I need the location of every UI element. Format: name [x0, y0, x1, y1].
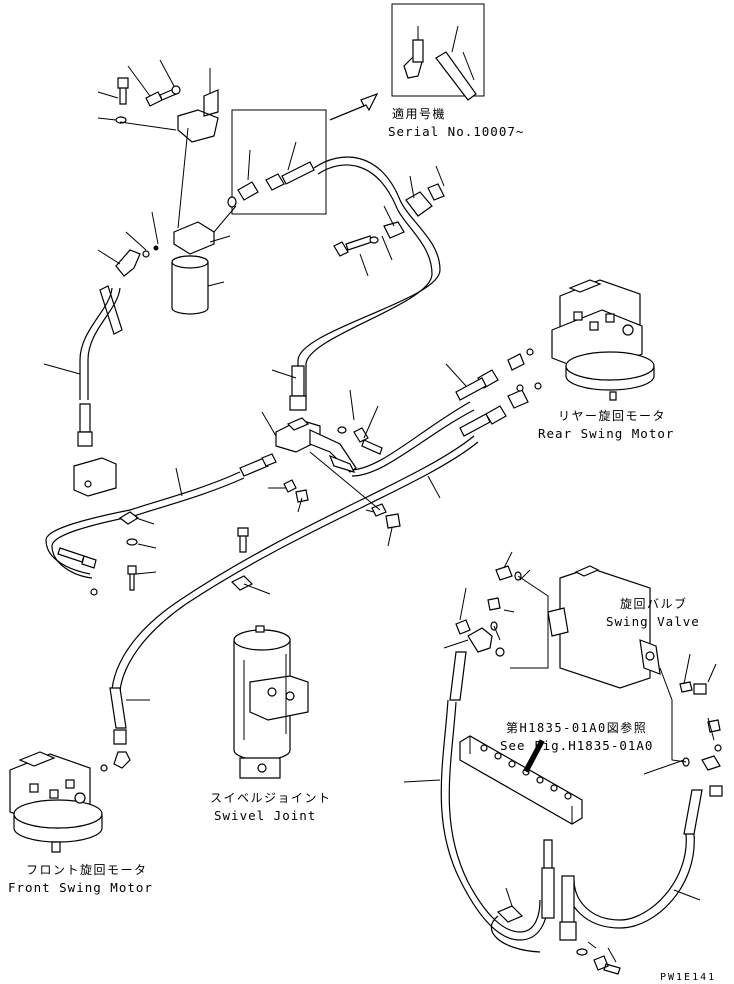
- front-motor-fittings: [100, 687, 150, 772]
- rear-motor-fittings: [445, 348, 542, 437]
- left-clamp-parts: [57, 511, 157, 596]
- clamp: [496, 905, 524, 923]
- bracket: [177, 89, 219, 143]
- bolt: [693, 683, 707, 695]
- hose-end-variant: [435, 51, 477, 101]
- o-ring: [142, 250, 150, 258]
- o-ring: [227, 196, 237, 208]
- serial-jp-label: 適用号機: [392, 106, 446, 121]
- bracket-assembly: [97, 59, 219, 229]
- swivel-joint: [230, 527, 309, 779]
- front-motor-en-label: Front Swing Motor: [8, 880, 153, 895]
- swivel-en-label: Swivel Joint: [214, 808, 316, 823]
- swing-valve: [547, 565, 661, 689]
- swing-valve-jp-label: 旋回バルブ: [620, 596, 688, 611]
- serial-arrow: [329, 92, 379, 121]
- connector-block: [73, 457, 117, 497]
- bolt: [333, 235, 373, 257]
- drawing-code: PW1E141: [660, 972, 716, 983]
- elbow-fitting: [115, 249, 141, 277]
- filter-block: [97, 196, 237, 315]
- rear-swing-motor: [551, 279, 655, 401]
- serial-variant-inset: [391, 3, 485, 101]
- bottom-right-hoses: [403, 699, 701, 975]
- distribution-block: [459, 735, 583, 825]
- swivel-jp-label: スイベルジョイント: [210, 791, 332, 805]
- hose-end: [265, 161, 315, 191]
- adapter: [237, 181, 259, 201]
- see-fig-jp-label: 第H1835-01A0図参照: [506, 720, 647, 735]
- clamp-assembly: [333, 165, 445, 277]
- bolt: [127, 565, 137, 591]
- see-fig-en-label: See Fig.H1835-01A0: [500, 738, 653, 753]
- front-motor-jp-label: フロント旋回モータ: [26, 863, 148, 877]
- left-supply-hose: [43, 285, 123, 497]
- bolt: [593, 955, 621, 975]
- swing-valve-fittings: [443, 551, 723, 835]
- rear-motor-jp-label: リヤー旋回モータ: [558, 409, 666, 423]
- valve-block: [173, 221, 215, 255]
- washer: [171, 85, 181, 95]
- swing-valve-en-label: Swing Valve: [606, 614, 700, 629]
- bolt: [117, 77, 129, 105]
- bolt: [353, 427, 383, 455]
- bolt: [237, 527, 249, 553]
- front-swing-motor: [9, 751, 103, 853]
- center-manifold: [239, 389, 401, 547]
- clamp: [405, 191, 433, 217]
- clamp: [230, 575, 254, 591]
- serial-en-label: Serial No.10007~: [388, 124, 524, 139]
- rear-motor-en-label: Rear Swing Motor: [538, 426, 674, 441]
- hose-fitting-inset: [231, 109, 327, 215]
- bolt: [145, 88, 177, 107]
